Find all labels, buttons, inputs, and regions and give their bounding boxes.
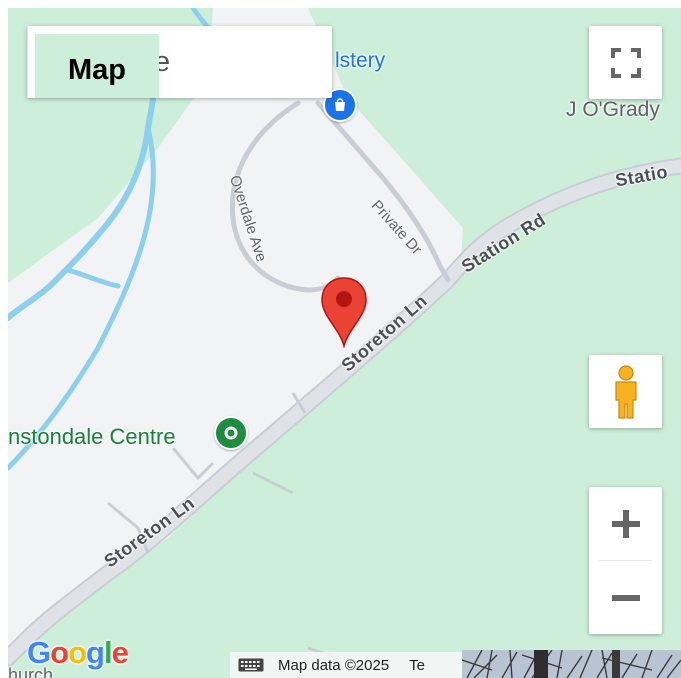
- logo-letter: o: [50, 635, 69, 670]
- poi-shopping-marker[interactable]: [323, 88, 357, 122]
- logo-letter: e: [111, 635, 129, 670]
- main-road-fill: [8, 159, 681, 665]
- map-data-attribution[interactable]: Map data ©2025: [278, 656, 390, 674]
- pegman-icon: [614, 364, 637, 419]
- zoom-divider: [599, 560, 652, 561]
- circle-poi-icon: [224, 426, 238, 440]
- tree-branches-image: [462, 650, 681, 678]
- attribution-bar: Map data ©2025 Te: [230, 652, 462, 678]
- side-track: [171, 447, 215, 481]
- logo-letter: l: [103, 635, 113, 670]
- zoom-control: [589, 487, 662, 634]
- map-base-layer: [8, 8, 681, 668]
- keyboard-icon: [238, 658, 264, 672]
- stream-lower: [8, 125, 156, 471]
- logo-letter: g: [86, 635, 105, 670]
- terms-link[interactable]: Te: [409, 656, 425, 674]
- google-logo[interactable]: Google: [27, 635, 129, 670]
- zoom-out-button[interactable]: [589, 561, 662, 634]
- place-label-church[interactable]: hurch: [8, 665, 54, 678]
- logo-letter: G: [27, 635, 51, 670]
- map-type-map-button[interactable]: Map: [35, 34, 159, 98]
- street-view-pegman-button[interactable]: [589, 355, 662, 428]
- residential-area: [8, 8, 463, 668]
- stream-branch: [65, 267, 121, 289]
- logo-letter: o: [68, 635, 87, 670]
- side-track: [107, 501, 150, 554]
- place-label-jogrady[interactable]: J O'Grady: [566, 98, 660, 121]
- side-track: [252, 471, 294, 495]
- keyboard-shortcuts-button[interactable]: [238, 658, 264, 672]
- side-track: [291, 392, 307, 414]
- poi-centre-marker[interactable]: [214, 416, 248, 450]
- location-pin-icon[interactable]: [319, 276, 369, 348]
- minus-icon: [611, 594, 640, 601]
- shopping-bag-icon: [335, 98, 345, 111]
- fullscreen-button[interactable]: [589, 26, 662, 99]
- private-drive: [315, 100, 451, 283]
- street-view-thumbnail[interactable]: [462, 650, 681, 678]
- place-label-upholstery[interactable]: lstery: [335, 49, 386, 72]
- map-canvas[interactable]: Station Rd Statio Storeton Ln Storeton L…: [8, 8, 681, 678]
- place-label-centre[interactable]: nstondale Centre: [8, 424, 176, 449]
- overdale-ave: [229, 100, 341, 293]
- zoom-in-button[interactable]: [589, 487, 662, 560]
- fullscreen-icon: [610, 47, 641, 78]
- map-type-control: Map Satellite: [27, 26, 332, 98]
- plus-icon: [611, 509, 640, 538]
- stream: [8, 45, 161, 321]
